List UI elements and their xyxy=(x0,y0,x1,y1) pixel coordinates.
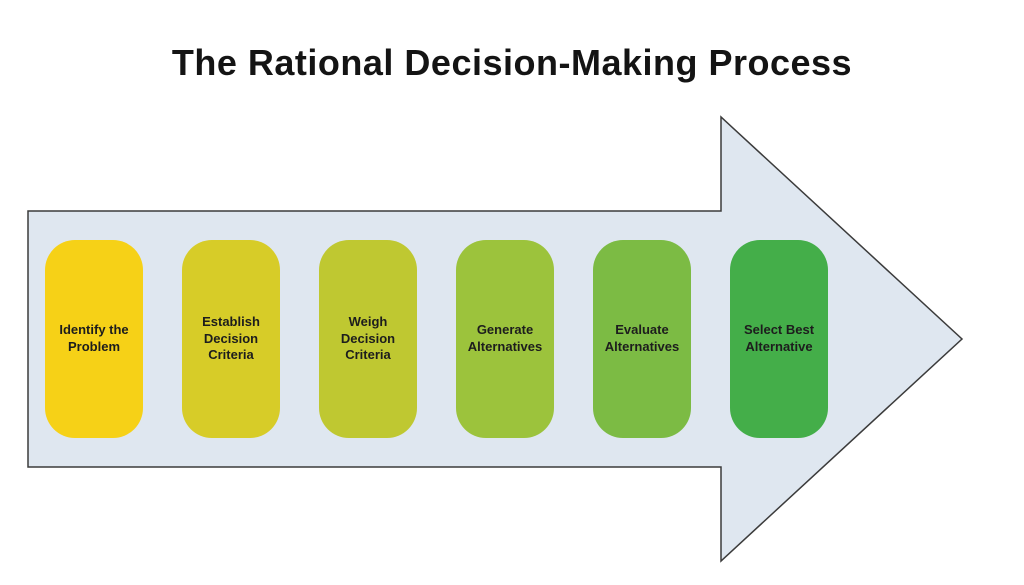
step-label: Identify the Problem xyxy=(59,322,129,354)
process-steps: Identify the Problem Establish Decision … xyxy=(45,240,828,438)
step-label: Select Best Alternative xyxy=(743,322,815,354)
page-title: The Rational Decision-Making Process xyxy=(171,42,853,83)
step-label: Generate Alternatives xyxy=(467,322,543,354)
step-label: Establish Decision Criteria xyxy=(202,313,260,363)
step-pill-identify-problem: Identify the Problem xyxy=(45,240,143,438)
step-label: Weigh Decision Criteria xyxy=(340,313,396,363)
step-pill-select-best: Select Best Alternative xyxy=(730,240,828,438)
step-pill-weigh-criteria: Weigh Decision Criteria xyxy=(319,240,417,438)
step-pill-evaluate-alternatives: Evaluate Alternatives xyxy=(593,240,691,438)
step-pill-generate-alternatives: Generate Alternatives xyxy=(456,240,554,438)
step-pill-establish-criteria: Establish Decision Criteria xyxy=(182,240,280,438)
step-label: Evaluate Alternatives xyxy=(604,322,680,354)
